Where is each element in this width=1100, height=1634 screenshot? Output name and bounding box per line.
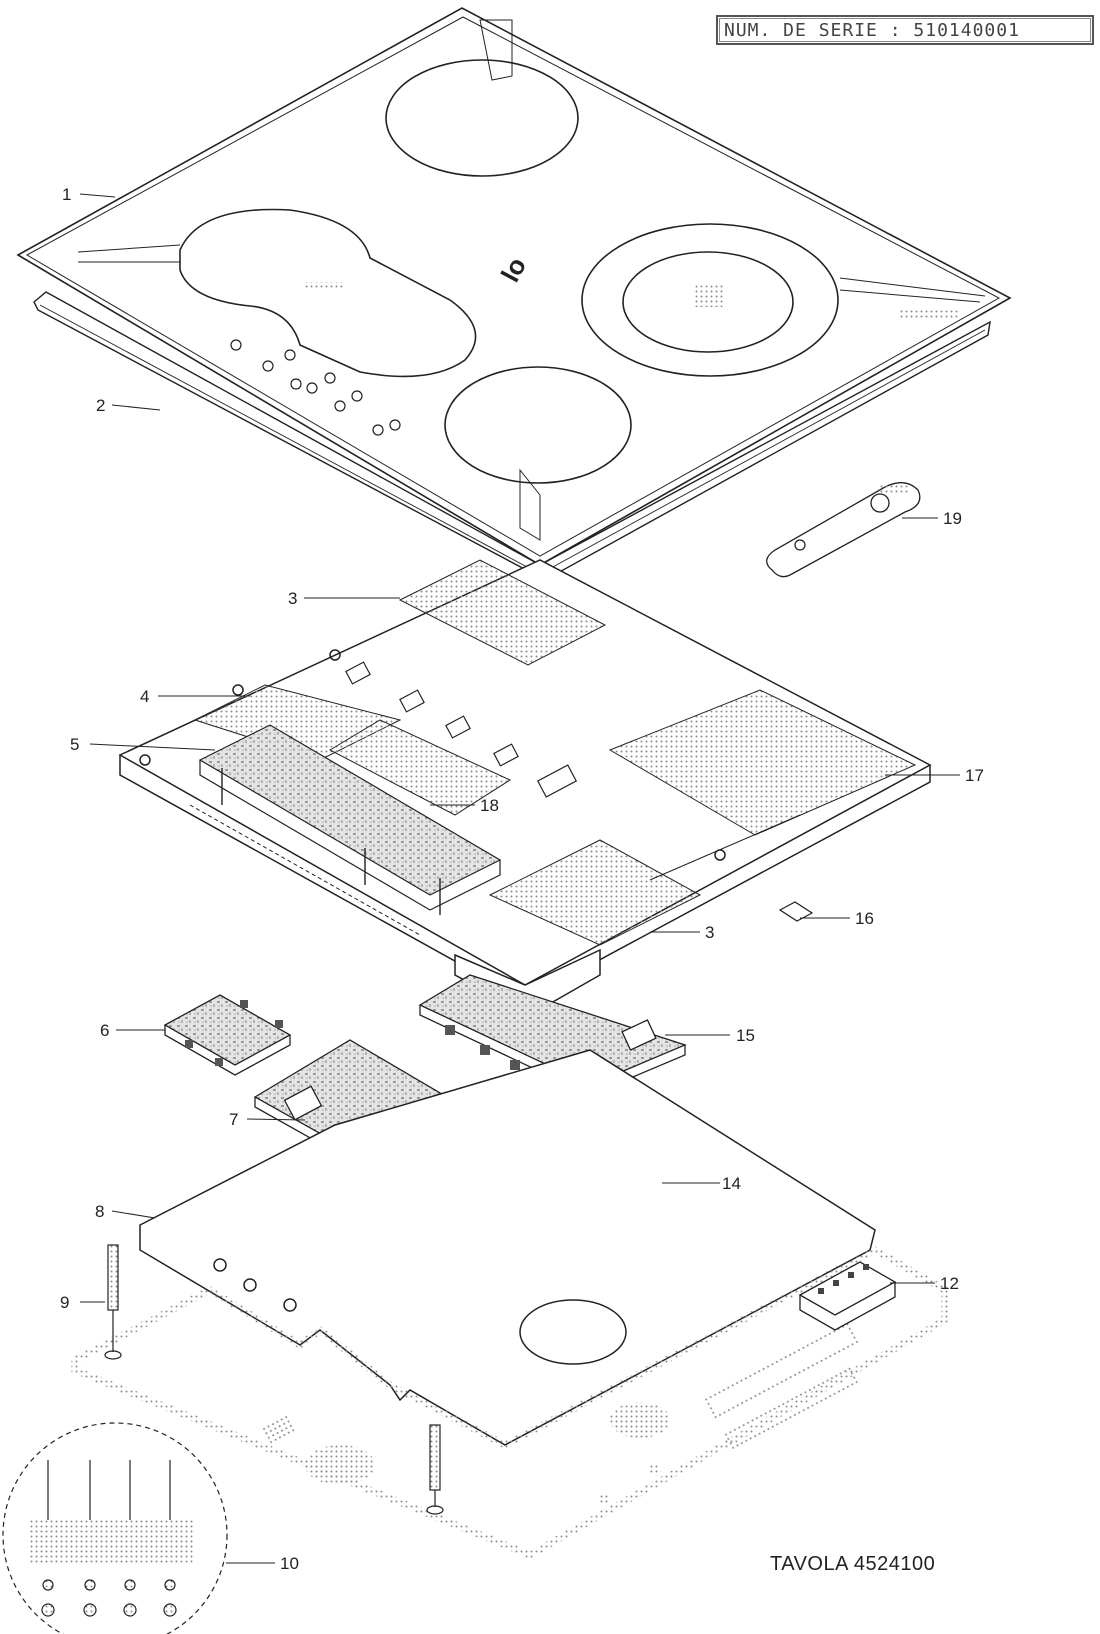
serial-number-text: NUM. DE SERIE : 510140001 — [724, 19, 1020, 41]
bottom-sheet-part-8 — [139, 1049, 876, 1446]
callout-5: 5 — [70, 735, 79, 754]
fixing-clips-part-10 — [2, 1422, 228, 1634]
callout-2: 2 — [96, 396, 105, 415]
callout-18: 18 — [480, 796, 499, 815]
callout-3a: 3 — [288, 589, 297, 608]
plate-reference: TAVOLA 4524100 — [770, 1553, 935, 1575]
clip-part-16 — [778, 901, 814, 922]
callout-labels: 1 2 3 3 4 5 6 7 8 9 10 12 14 15 16 17 18… — [60, 185, 984, 1573]
callout-9: 9 — [60, 1293, 69, 1312]
callout-17: 17 — [965, 766, 984, 785]
callout-leaders — [79, 193, 960, 1564]
callout-15: 15 — [736, 1026, 755, 1045]
callout-19: 19 — [943, 509, 962, 528]
glass-hob-top: lo — [16, 7, 1012, 566]
callout-14: 14 — [722, 1174, 741, 1193]
callout-4: 4 — [140, 687, 149, 706]
callout-8: 8 — [95, 1202, 104, 1221]
callout-10: 10 — [280, 1554, 299, 1573]
power-board-part-15 — [418, 974, 687, 1096]
serial-number-box: NUM. DE SERIE : 510140001 — [716, 15, 1094, 45]
main-tray — [118, 559, 932, 1016]
bracket-part-19 — [766, 482, 921, 578]
callout-3b: 3 — [705, 923, 714, 942]
callout-1: 1 — [62, 185, 71, 204]
bottom-housing — [71, 1246, 949, 1559]
callout-16: 16 — [855, 909, 874, 928]
small-board-part-6 — [163, 994, 292, 1076]
callout-6: 6 — [100, 1021, 109, 1040]
screws-part-9 — [104, 1244, 444, 1515]
callout-12: 12 — [940, 1274, 959, 1293]
terminal-block-part-12 — [798, 1261, 897, 1331]
callout-7: 7 — [229, 1110, 238, 1129]
